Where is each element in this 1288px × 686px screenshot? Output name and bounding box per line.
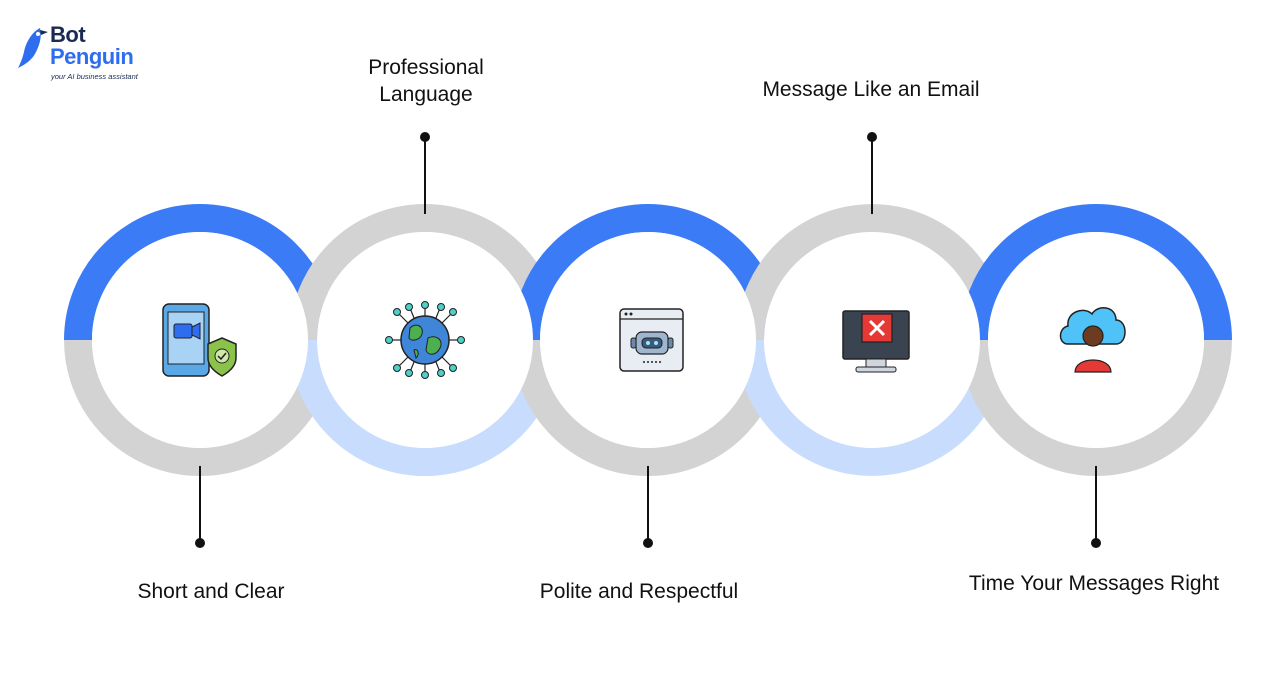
robot-window-icon: [619, 308, 684, 372]
brand-name-line1: Bot: [50, 22, 86, 47]
brand-name-line2: Penguin: [50, 44, 134, 69]
step-label-message-like-an-email: Message Like an Email: [762, 78, 980, 101]
step-label-professional-language: Professional Language: [368, 56, 484, 106]
connector-2: [420, 132, 430, 214]
connector-1: [195, 466, 205, 548]
penguin-logo-icon: [18, 28, 48, 68]
connector-4: [867, 132, 877, 214]
step-label-short-and-clear: Short and Clear: [137, 580, 285, 603]
brand-tagline: your AI business assistant: [51, 72, 138, 81]
step-ring-5: [960, 204, 1232, 476]
connector-3: [643, 466, 653, 548]
phone-shield-icon: [162, 303, 237, 377]
monitor-error-icon: [842, 310, 910, 373]
step-label-polite-and-respectful: Polite and Respectful: [539, 580, 739, 603]
connector-5: [1091, 466, 1101, 548]
globe-network-icon: [385, 301, 465, 379]
step-label-time-your-messages-right: Time Your Messages Right: [968, 572, 1220, 595]
brand-logo: Bot Penguin your AI business assistant: [18, 24, 158, 84]
cloud-person-icon: [1059, 307, 1126, 373]
